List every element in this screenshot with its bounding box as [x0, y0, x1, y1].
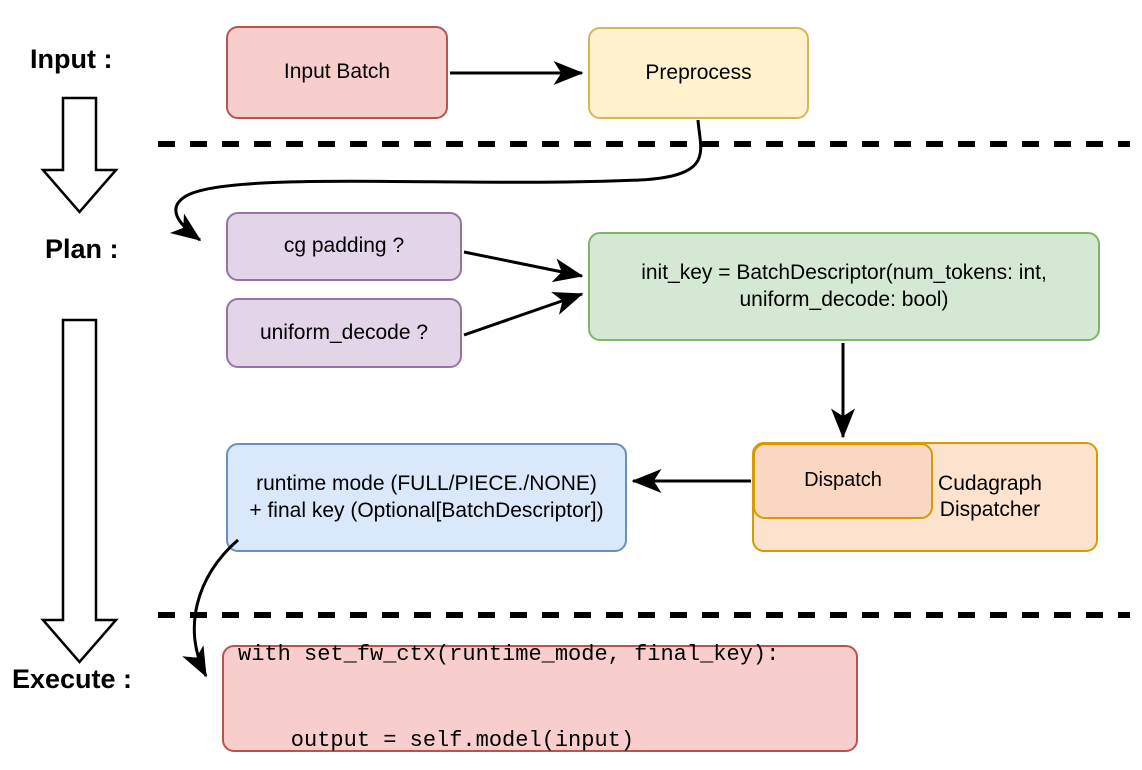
- node-uniform-decode[interactable]: uniform_decode ?: [226, 298, 462, 368]
- node-execute-code-line1: with set_fw_ctx(runtime_mode, final_key)…: [238, 642, 780, 668]
- arrow-uniform-decode-to-init-key: [463, 292, 584, 337]
- node-input-batch[interactable]: Input Batch: [226, 26, 448, 119]
- node-uniform-decode-label: uniform_decode ?: [259, 320, 429, 344]
- stage-label-plan: Plan :: [45, 234, 119, 264]
- node-execute-code-line2: output = self.model(input): [238, 728, 635, 754]
- node-cudagraph-dispatcher-line2: Dispatcher: [939, 498, 1041, 521]
- node-runtime-mode[interactable]: runtime mode (FULL/PIECE./NONE) + final …: [226, 443, 627, 552]
- node-init-key-line1: init_key = BatchDescriptor(num_tokens: i…: [641, 261, 1047, 285]
- node-runtime-mode-line1: runtime mode (FULL/PIECE./NONE): [256, 472, 597, 496]
- node-cudagraph-dispatcher-line1: Cudagraph: [938, 471, 1042, 495]
- node-dispatch[interactable]: Dispatch: [753, 443, 933, 519]
- stage-label-execute: Execute :: [12, 664, 133, 694]
- node-input-batch-label: Input Batch: [283, 60, 391, 84]
- node-init-key-line2: uniform_decode: bool): [739, 287, 949, 311]
- node-cg-padding-label: cg padding ?: [283, 234, 405, 258]
- stage-label-input: Input :: [30, 44, 113, 74]
- node-preprocess-label: Preprocess: [645, 60, 752, 84]
- node-preprocess[interactable]: Preprocess: [588, 27, 809, 119]
- node-init-key[interactable]: init_key = BatchDescriptor(num_tokens: i…: [588, 232, 1100, 341]
- node-runtime-mode-line2: + final key (Optional[BatchDescriptor]): [249, 498, 604, 522]
- plan-to-execute-stage-arrow: [40, 318, 119, 664]
- node-cg-padding[interactable]: cg padding ?: [226, 212, 462, 281]
- node-dispatch-label: Dispatch: [804, 469, 882, 492]
- arrow-cg-padding-to-init-key: [463, 250, 584, 283]
- input-to-plan-stage-arrow: [40, 96, 119, 214]
- node-execute-code[interactable]: with set_fw_ctx(runtime_mode, final_key)…: [222, 642, 858, 753]
